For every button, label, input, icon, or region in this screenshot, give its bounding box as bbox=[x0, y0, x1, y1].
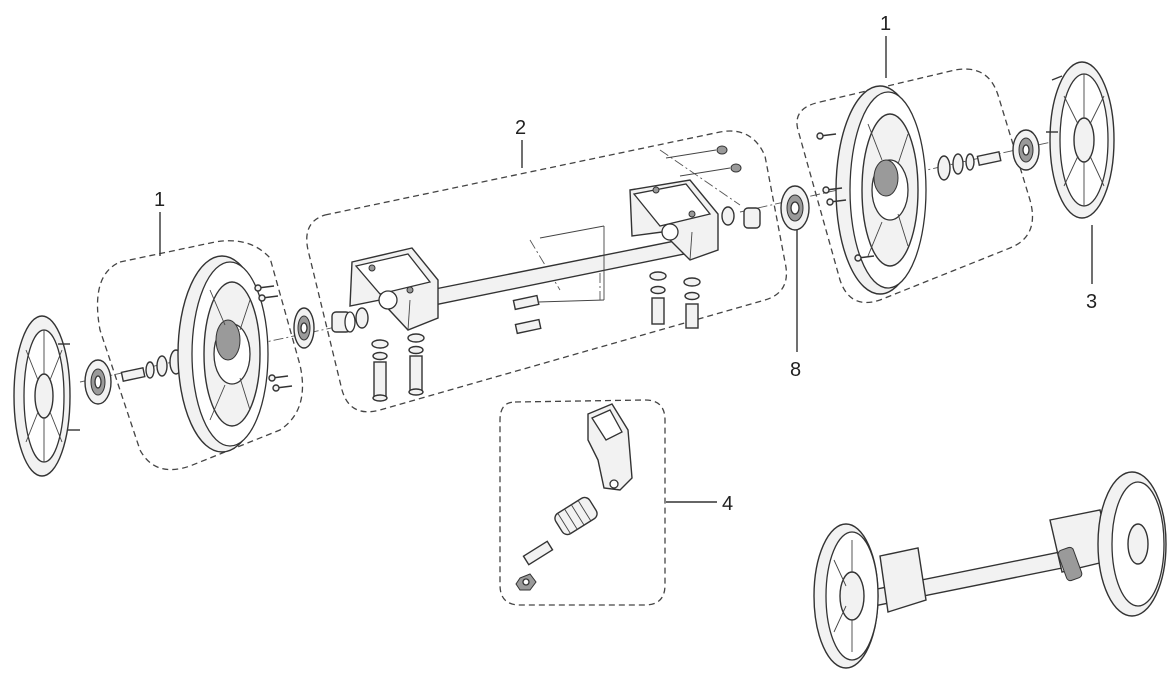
hardware-left-hub bbox=[120, 349, 183, 383]
bearing-left bbox=[84, 359, 112, 405]
callout-axle-assembly: 2 bbox=[515, 117, 526, 139]
brake-assembly bbox=[515, 403, 633, 591]
wheel-left bbox=[177, 255, 269, 453]
screws-left-wheel bbox=[254, 284, 293, 392]
leader-lines bbox=[159, 36, 1093, 503]
hub-cap-right bbox=[1046, 61, 1115, 219]
group-outline-brake bbox=[499, 399, 666, 606]
callout-bearing: 8 bbox=[790, 359, 801, 381]
screws-right-wheel bbox=[816, 132, 875, 262]
axle-hardware bbox=[371, 145, 742, 402]
callout-wheel-left: 1 bbox=[154, 189, 165, 211]
bearing-outer-right bbox=[1012, 129, 1040, 171]
group-outline-axle bbox=[306, 130, 788, 413]
group-outline-left-wheel bbox=[96, 240, 304, 471]
callout-wheel-right: 1 bbox=[880, 13, 891, 35]
hardware-right-hub bbox=[937, 150, 1002, 181]
assembled-axle-view bbox=[813, 471, 1167, 669]
bearing-inner-left bbox=[293, 307, 315, 349]
wheel-right bbox=[835, 85, 927, 295]
spacer-left bbox=[331, 307, 369, 333]
axle-assembly bbox=[349, 179, 761, 331]
callout-brake-assembly: 4 bbox=[722, 493, 733, 515]
bearing-right bbox=[780, 185, 810, 231]
group-outline-right-wheel bbox=[796, 68, 1034, 304]
hub-cap-left bbox=[13, 315, 80, 477]
callout-hub-cap: 3 bbox=[1086, 291, 1097, 313]
